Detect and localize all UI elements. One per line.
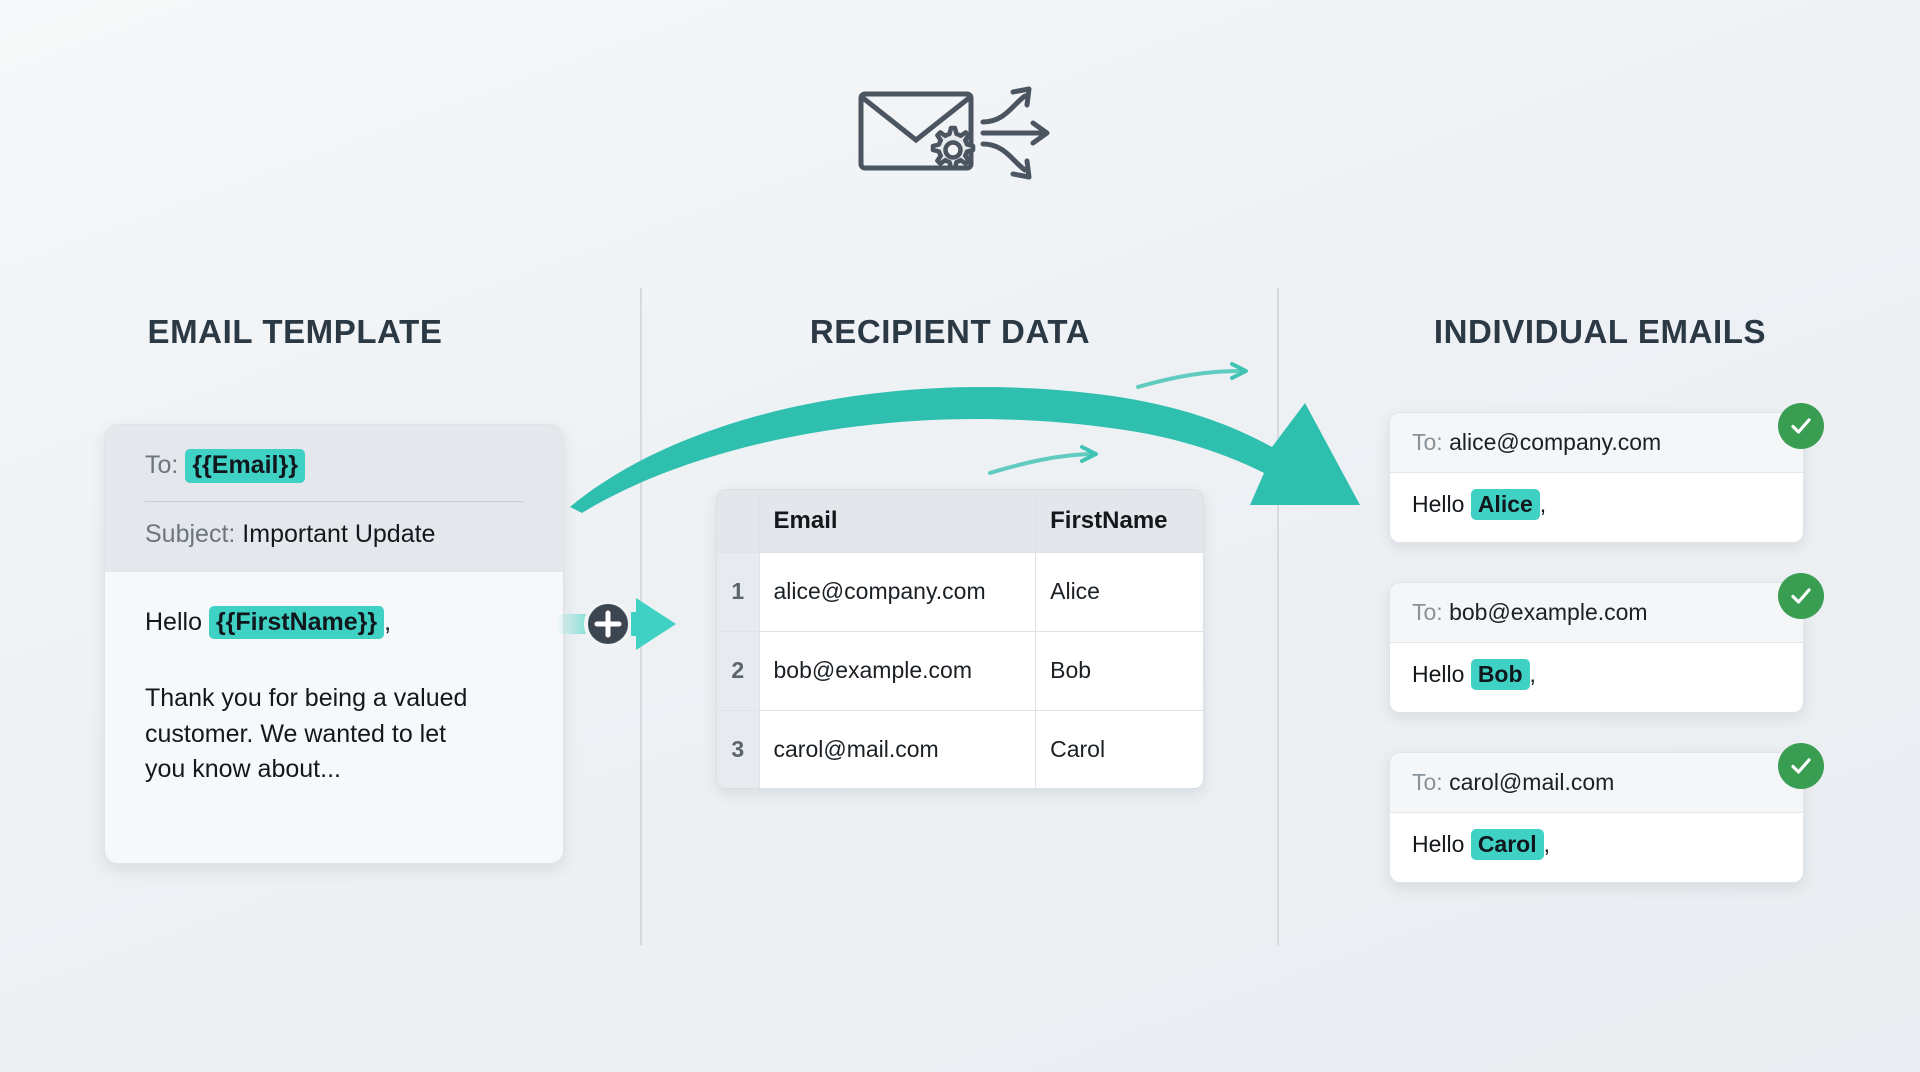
email-body: Hello Bob, [1390, 643, 1803, 712]
email-body: Hello Carol, [1390, 813, 1803, 882]
template-firstname-token: {{FirstName}} [208, 605, 385, 639]
template-subject-label: Subject: [145, 519, 236, 548]
email-to-label: To: [1412, 769, 1443, 795]
email-to-row: To: carol@mail.com [1390, 753, 1803, 813]
email-greeting-prefix: Hello [1412, 491, 1465, 517]
email-greeting-prefix: Hello [1412, 831, 1465, 857]
cell-email: bob@example.com [759, 631, 1037, 711]
page-title-email-template: EMAIL TEMPLATE [147, 313, 443, 350]
check-circle-icon [1778, 403, 1824, 449]
table-header-rownum [717, 490, 760, 553]
template-to-label: To: [145, 451, 179, 479]
template-subject-value: Important Update [242, 519, 436, 548]
email-greeting-suffix: , [1539, 491, 1547, 517]
email-greeting-suffix: , [1543, 831, 1550, 857]
recipient-data-table[interactable]: Email FirstName 1 alice@company.com Alic… [716, 489, 1204, 789]
row-number: 2 [717, 631, 760, 711]
template-greeting-suffix: , [384, 607, 392, 636]
email-firstname-value: Bob [1470, 659, 1530, 691]
cell-email: carol@mail.com [759, 710, 1037, 788]
email-to-label: To: [1412, 599, 1443, 625]
row-number: 1 [717, 552, 760, 632]
merge-connector [556, 598, 676, 650]
cell-firstname: Alice [1035, 552, 1203, 632]
template-subject-row: Subject: Important Update [145, 518, 523, 552]
page-title-individual-emails: INDIVIDUAL EMAILS [1433, 313, 1767, 350]
template-body: Hello {{FirstName}}, Thank you for being… [105, 571, 563, 863]
email-to-value: carol@mail.com [1449, 769, 1615, 795]
individual-email-card[interactable]: To: alice@company.com Hello Alice, [1389, 412, 1804, 544]
email-to-row: To: bob@example.com [1390, 583, 1803, 643]
template-greeting-prefix: Hello [145, 607, 202, 636]
plus-merge-icon [584, 600, 632, 648]
check-circle-icon [1778, 573, 1824, 619]
email-template-card[interactable]: To: {{Email}} Subject: Important Update … [104, 424, 564, 864]
email-to-value: alice@company.com [1449, 429, 1662, 455]
email-to-row: To: alice@company.com [1390, 413, 1803, 473]
template-paragraph: Thank you for being a valued customer. W… [145, 684, 468, 783]
cell-firstname: Bob [1035, 631, 1203, 711]
table-header-email: Email [759, 490, 1037, 553]
check-circle-icon [1778, 743, 1824, 789]
template-header: To: {{Email}} Subject: Important Update [105, 425, 563, 572]
column-divider-right [1277, 288, 1279, 945]
cell-email: alice@company.com [759, 552, 1037, 632]
template-to-row: To: {{Email}} [145, 449, 523, 483]
table-row[interactable]: 3 carol@mail.com Carol [717, 710, 1203, 788]
email-greeting-prefix: Hello [1412, 661, 1465, 687]
template-divider [145, 500, 523, 502]
template-greeting-row: Hello {{FirstName}}, [145, 605, 523, 639]
page-title-recipient-data: RECIPIENT DATA [809, 313, 1091, 350]
individual-email-card[interactable]: To: carol@mail.com Hello Carol, [1389, 752, 1804, 884]
table-header-row: Email FirstName [717, 490, 1203, 553]
envelope-gear-distribute-icon [858, 86, 1050, 180]
email-body: Hello Alice, [1390, 473, 1803, 542]
email-to-value: bob@example.com [1449, 599, 1648, 625]
template-to-token: {{Email}} [185, 449, 305, 483]
cell-firstname: Carol [1035, 710, 1203, 788]
table-header-firstname: FirstName [1035, 490, 1203, 553]
individual-email-card[interactable]: To: bob@example.com Hello Bob, [1389, 582, 1804, 714]
email-firstname-value: Alice [1470, 489, 1540, 521]
row-number: 3 [717, 710, 760, 788]
email-greeting-suffix: , [1529, 661, 1536, 687]
email-to-label: To: [1412, 429, 1443, 455]
table-row[interactable]: 2 bob@example.com Bob [717, 631, 1203, 711]
arrow-right-icon [631, 598, 676, 650]
table-row[interactable]: 1 alice@company.com Alice [717, 552, 1203, 632]
email-firstname-value: Carol [1470, 829, 1544, 861]
